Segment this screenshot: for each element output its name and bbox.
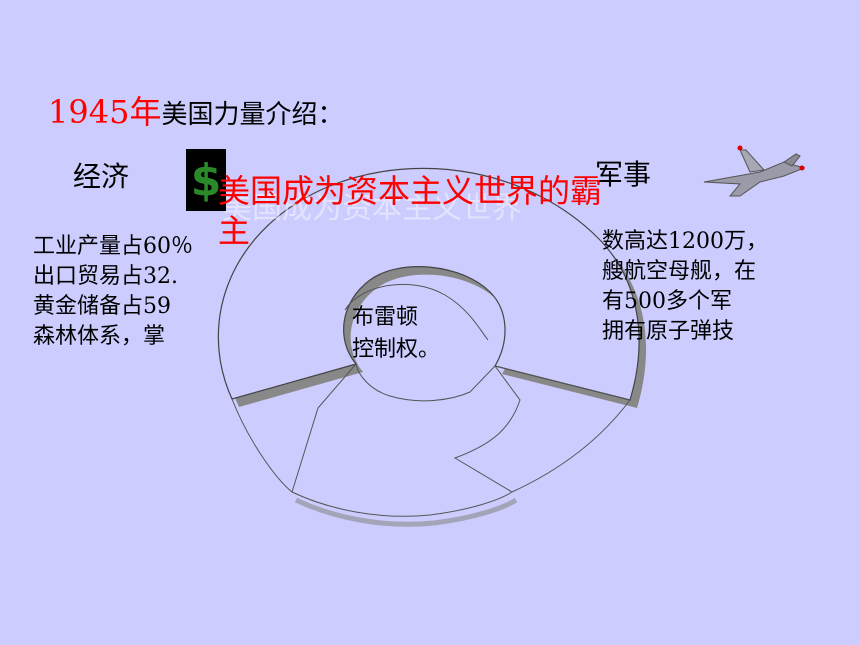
military-line: 拥有原子弹技 [602, 319, 735, 344]
military-label: 军事 [595, 158, 652, 191]
military-line: 有500多个军 [602, 289, 732, 314]
military-line: 数高达1200万， [602, 229, 768, 254]
headline: 美国成为资本主义世界的霸主 [218, 172, 603, 250]
bretton-woods-text: 布雷顿 控制权。 [352, 302, 440, 366]
bretton-line: 布雷顿 [352, 305, 419, 330]
economy-label: 经济 [73, 160, 130, 193]
economy-line: 工业产量占60％ [33, 234, 193, 259]
economy-text: 工业产量占60％ 出口贸易占32. 黄金储备占59 森林体系，掌 [33, 232, 193, 352]
bretton-line: 控制权。 [352, 337, 441, 362]
economy-line: 黄金储备占59 [33, 294, 171, 319]
economy-line: 出口贸易占32. [33, 264, 178, 289]
economy-line: 森林体系，掌 [33, 324, 166, 349]
title-rest: 美国力量介绍： [161, 100, 344, 130]
svg-text:美国成为资本主义世界: 美国成为资本主义世界 [222, 191, 522, 226]
page-title: 1945年美国力量介绍： [48, 92, 343, 135]
title-year: 1945年 [48, 93, 162, 131]
military-text: 数高达1200万， 艘航空母舰，在 有500多个军 拥有原子弹技 [602, 227, 768, 347]
military-line: 艘航空母舰，在 [602, 259, 757, 284]
dollar-icon: $ [186, 149, 226, 211]
fighter-jet-icon [703, 145, 806, 197]
